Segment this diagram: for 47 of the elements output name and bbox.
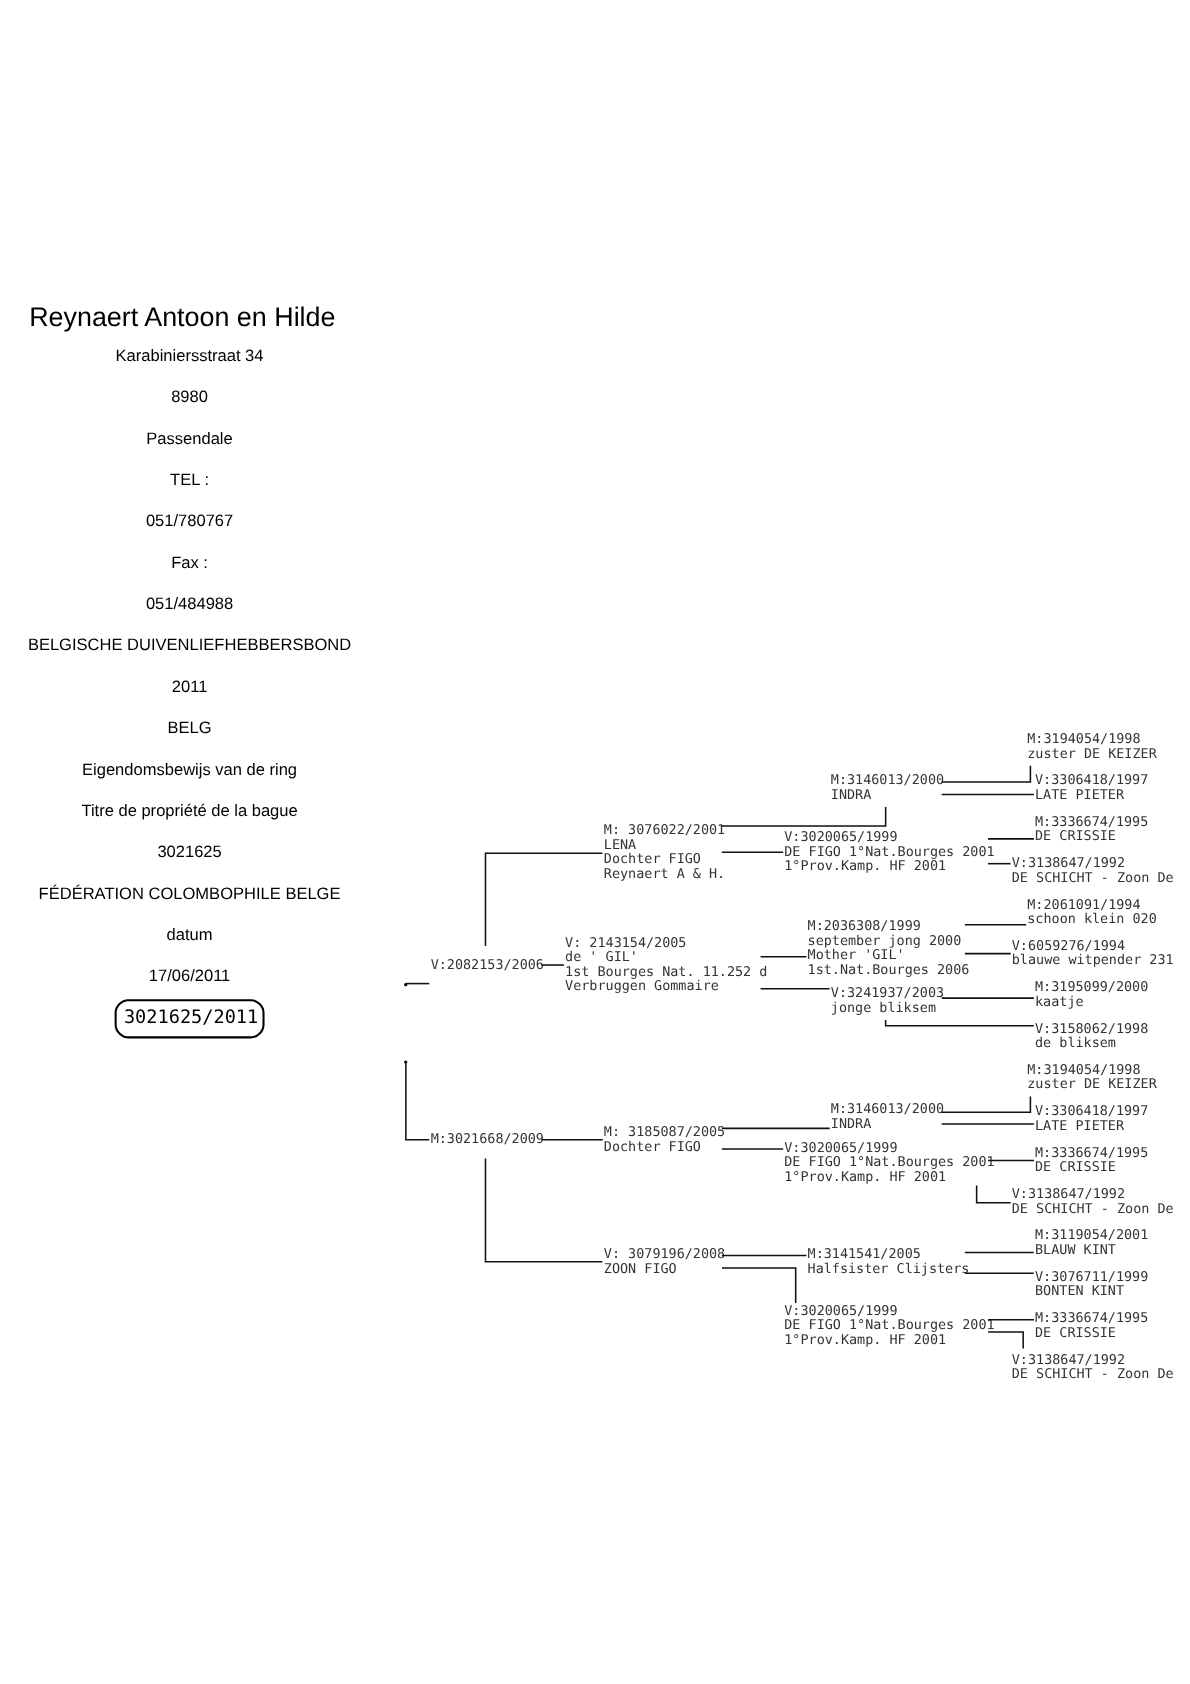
connector — [987, 1317, 1035, 1320]
label: FÉDÉRATION COLOMBOPHILE BELGE — [38, 883, 341, 902]
label: 2011 — [171, 676, 208, 695]
connector — [940, 1094, 1032, 1112]
connector — [721, 1266, 797, 1303]
connector — [964, 951, 1012, 954]
label: 17/06/2011 — [148, 966, 231, 985]
label: Passendale — [146, 428, 233, 447]
connector — [940, 1122, 1035, 1124]
label: datum — [166, 924, 213, 943]
label: 051/780767 — [145, 511, 234, 530]
label: BELG — [167, 718, 212, 737]
connector — [721, 805, 887, 826]
label: Titre de propriété de la bague — [81, 800, 298, 819]
connector — [964, 1271, 1035, 1273]
connector — [940, 763, 1032, 782]
connector — [987, 1158, 1035, 1161]
connector — [987, 837, 1035, 839]
diagram-title: Reynaert Antoon en Hilde — [29, 300, 336, 331]
node-box: 3021625/2011 — [114, 998, 265, 1038]
connector — [721, 1126, 831, 1129]
label: Karabiniersstraat 34 — [115, 345, 264, 364]
connector — [484, 1156, 604, 1262]
label: 051/484988 — [145, 594, 234, 613]
label: BELGISCHE DUIVENLIEFHEBBERSBOND — [27, 635, 352, 654]
label: Fax : — [171, 552, 208, 571]
connector — [405, 981, 431, 984]
label: 8980 — [171, 387, 208, 406]
connector — [975, 1183, 1012, 1203]
connector — [759, 954, 808, 957]
connector — [987, 861, 1012, 864]
connector — [721, 1147, 784, 1149]
connector — [940, 792, 1035, 795]
connector — [884, 1018, 1035, 1026]
label: TEL : — [170, 470, 210, 489]
connector — [540, 963, 565, 965]
connector — [540, 1138, 604, 1140]
label: Eigendomsbewijs van de ring — [82, 759, 298, 778]
connector — [940, 996, 1035, 998]
connector — [964, 1250, 1035, 1253]
connector — [721, 1253, 808, 1256]
label: 3021625 — [157, 842, 222, 861]
connector — [721, 850, 784, 853]
connector — [987, 1330, 1024, 1349]
connector — [484, 851, 604, 946]
connector — [759, 987, 831, 989]
connector — [964, 922, 1027, 925]
